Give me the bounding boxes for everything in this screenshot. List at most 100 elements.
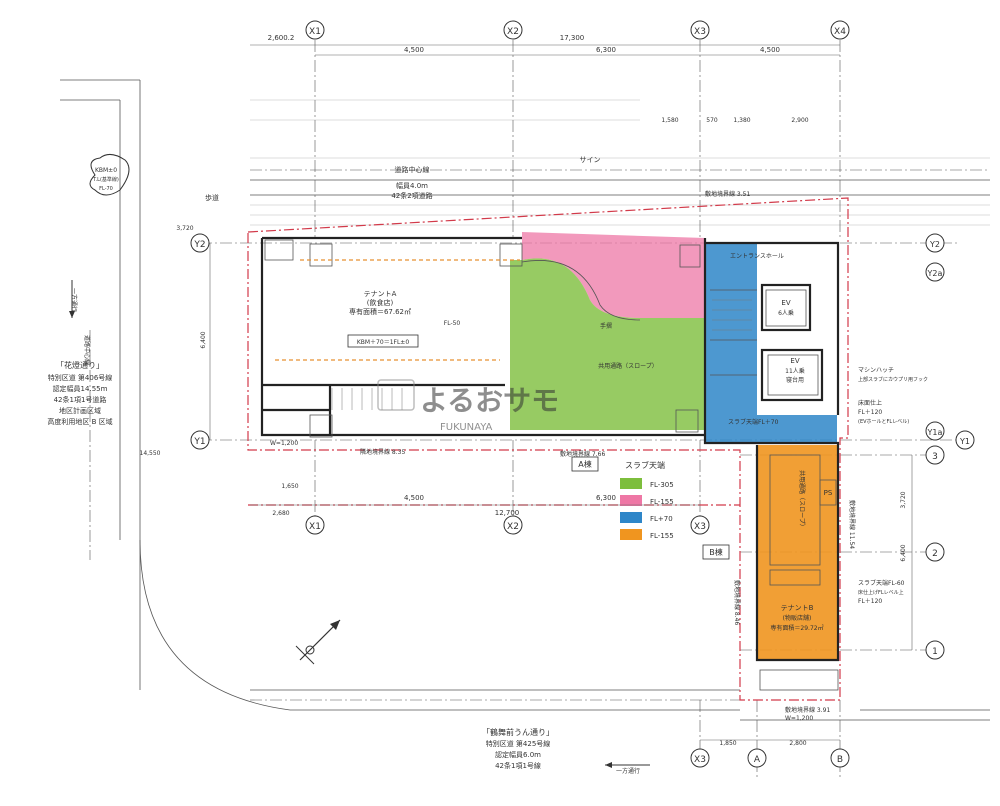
ev-big-sub2: 寝台用 xyxy=(786,376,804,384)
axis-bubble-b xyxy=(747,748,767,768)
legend-title: スラブ天端 xyxy=(625,460,665,470)
axis-label-top: X4 xyxy=(834,27,846,37)
axis-label-bottom: X3 xyxy=(694,522,706,532)
road-west-name: 「花燈通り」 xyxy=(56,360,104,370)
dim-right-1: 6,400 xyxy=(900,544,907,561)
dim-top-total: 17,300 xyxy=(560,34,585,42)
note-fl120: FL＋120 xyxy=(858,409,882,416)
kbm-sub: T.L(基準線) xyxy=(92,176,119,183)
axis-bubble-right xyxy=(925,262,945,282)
watermark-main: よるおサモ xyxy=(420,384,559,417)
road-west-line: 地区計画区域 xyxy=(59,406,101,415)
note-fl120b: FL＋120 xyxy=(858,598,882,605)
note-boundary-mid: 敷地境界線 8.46 xyxy=(733,580,741,625)
dim-top-sub: 1,380 xyxy=(733,117,750,124)
axis-bubble-num xyxy=(925,640,945,660)
axis-label-num: 3 xyxy=(932,452,938,462)
tenant-a-fl: FL-50 xyxy=(444,320,461,327)
note-boundary-b: 敷地境界線 3.91 xyxy=(785,706,830,714)
note-floor-height: 床面仕上 xyxy=(858,399,882,407)
north-arrow-icon xyxy=(295,619,341,665)
dim-bottom-left: 2,680 xyxy=(272,510,289,517)
axis-bubble-num xyxy=(925,542,945,562)
road-south-line: 42条1項1号線 xyxy=(495,761,541,770)
axis-bubble-top xyxy=(690,20,710,40)
axis-label-right: Y1 xyxy=(959,437,970,446)
axis-bubble-bottom xyxy=(690,515,710,535)
axis-label-bottom: X2 xyxy=(507,522,519,532)
dim-top-1: 4,500 xyxy=(404,46,424,54)
slab-zones xyxy=(510,232,839,660)
watermark: よるおサモ FUKUNAYA xyxy=(377,379,559,433)
b-building: B棟 xyxy=(709,547,723,557)
axis-label-left: Y2 xyxy=(193,240,205,250)
dim-bottom-total: 12,700 xyxy=(495,509,520,517)
tenant-a-area: 専有面積＝67.62㎡ xyxy=(349,307,411,316)
axis-bubble-right xyxy=(955,430,975,450)
dim-top-left: 2,600.2 xyxy=(268,34,295,42)
entrance-hall: エントランスホール xyxy=(730,253,784,260)
axis-label-b: A xyxy=(754,755,761,765)
road-west-line: 高度利用地区 B 区域 xyxy=(47,417,112,426)
legend-swatch xyxy=(620,512,642,523)
axis-label-right: Y2 xyxy=(929,240,940,249)
axis-label-num: 2 xyxy=(932,549,938,559)
sign-label: サイン xyxy=(580,156,601,164)
shared-corridor: 共用通路（スロープ） xyxy=(798,470,806,530)
legend-label: FL+70 xyxy=(650,515,673,523)
note-hatch: マシンハッチ xyxy=(858,367,894,374)
legend-swatch xyxy=(620,529,642,540)
kbm-cloud xyxy=(89,154,130,196)
tenant-a-title: テナントA xyxy=(364,290,397,298)
a-building: A棟 xyxy=(578,459,591,469)
dim-w-left: W=1,200 xyxy=(270,440,298,447)
note-slab-lift2: 床仕上げFLレベル上 xyxy=(858,589,904,596)
legend-label: FL-305 xyxy=(650,481,674,489)
axis-bubble-x3b xyxy=(690,748,710,768)
road-north-center: 道路中心線 xyxy=(395,165,430,174)
tenant-a-level-box xyxy=(347,334,419,348)
ev-small: EV xyxy=(781,299,790,307)
ps-label: PS xyxy=(824,489,833,497)
road-north-width: 幅員4.0m xyxy=(396,181,428,190)
axis-bubble-left xyxy=(190,430,210,450)
zone-pink xyxy=(522,232,705,318)
axis-bubble-top xyxy=(305,20,325,40)
tenant-b-title: テナントB xyxy=(781,604,814,612)
road-west-line: 認定幅員14.55m xyxy=(53,384,108,393)
legend-swatch xyxy=(620,495,642,506)
axis-bubble-bottom xyxy=(305,515,325,535)
zone-orange xyxy=(757,445,839,660)
dim-bottom-sub: 1,650 xyxy=(281,483,298,490)
tenant-a-sub: (飲食店) xyxy=(367,298,394,307)
dim-top-sub: 2,900 xyxy=(791,117,808,124)
axis-label-left: Y1 xyxy=(193,437,205,447)
ev-big-sub: 11人乗 xyxy=(785,368,805,375)
axis-label-right: Y2a xyxy=(927,269,943,278)
ev-big: EV xyxy=(790,357,799,365)
axis-label-top: X2 xyxy=(507,27,519,37)
dim-bottom-2: 6,300 xyxy=(596,494,616,502)
zone-blue-2 xyxy=(757,415,837,443)
note-boundary-top: 敷地境界線 3.51 xyxy=(705,190,750,198)
axis-bubble-b xyxy=(830,748,850,768)
axis-label-top: X3 xyxy=(694,27,706,37)
road-west-line: 特別区道 第406号線 xyxy=(48,373,113,382)
dim-top-sub: 1,580 xyxy=(661,117,678,124)
axis-bubble-right xyxy=(925,421,945,441)
kbm-label: KBM±0 xyxy=(95,167,117,174)
tenant-a-level: KBM＋70＝1FL±0 xyxy=(357,339,410,346)
dim-b-bottom-1: 1,850 xyxy=(719,740,736,747)
tenant-b-sub: (物販店舗) xyxy=(783,614,812,622)
dim-w-right: W=1,200 xyxy=(785,715,813,722)
tenant-b-area: 専有面積＝29.72㎡ xyxy=(770,624,823,632)
legend-label: FL-155 xyxy=(650,498,674,506)
road-south-name: 「鶴舞前うん通り」 xyxy=(482,727,554,737)
note-pr-line: 隣地境界線 8.35 xyxy=(360,448,405,456)
road-south-line: 認定幅員6.0m xyxy=(495,750,541,759)
axis-label-bottom: X1 xyxy=(309,522,321,532)
dim-b-bottom-2: 2,800 xyxy=(789,740,806,747)
